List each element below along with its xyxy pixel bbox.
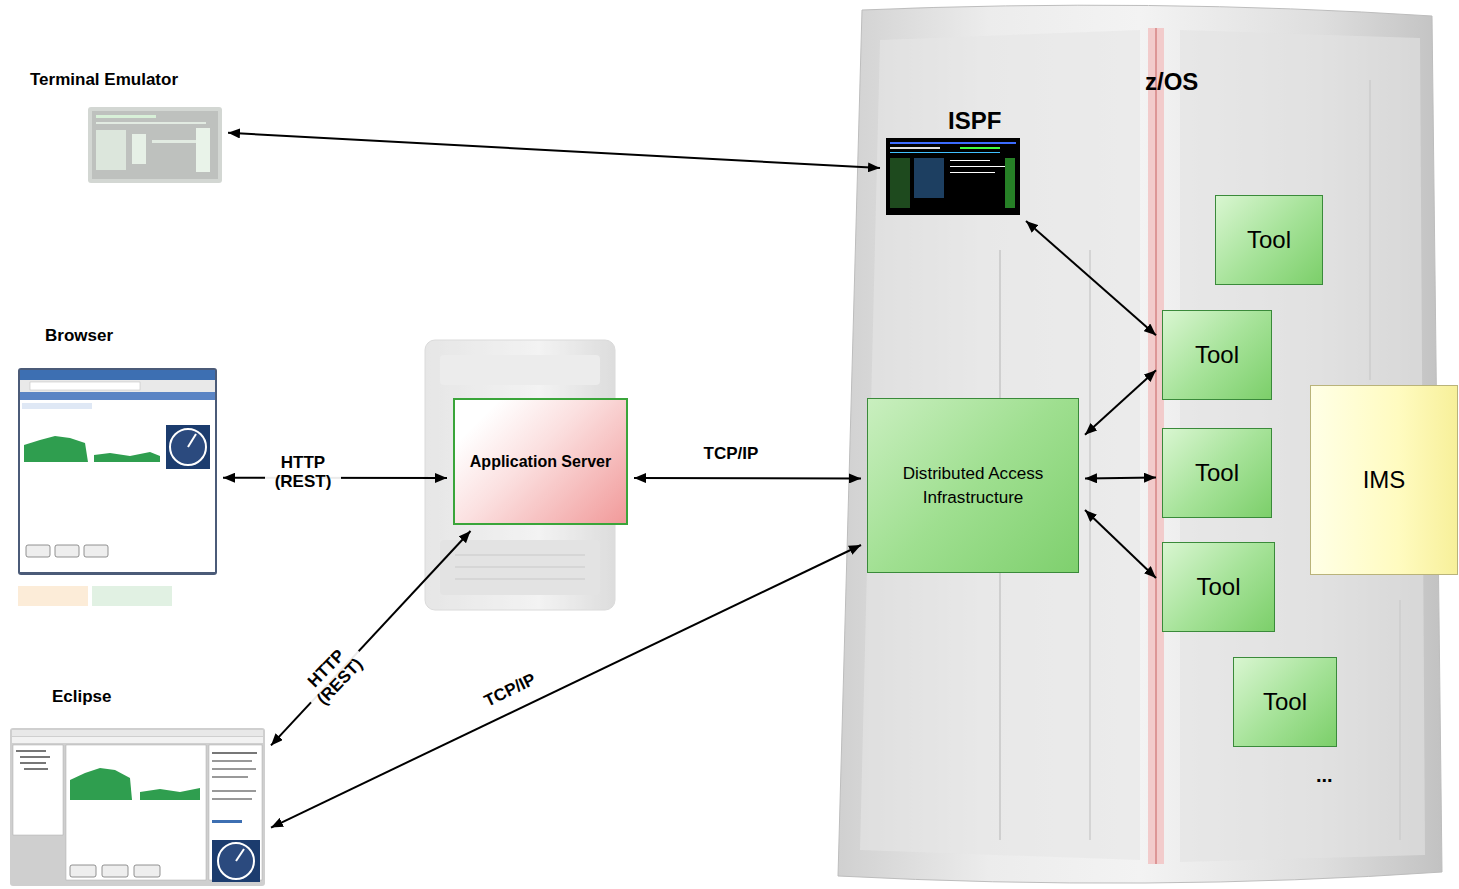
- connector-arrow: [1085, 478, 1156, 479]
- ims-box: IMS: [1310, 385, 1458, 575]
- node-label: IMS: [1363, 466, 1406, 494]
- protocol-label: TCP/IP: [478, 667, 542, 713]
- ispf-screenshot: [886, 138, 1020, 215]
- node-heading: Terminal Emulator: [30, 70, 178, 90]
- connector-arrow: [271, 545, 861, 828]
- node-label: Tool: [1263, 688, 1307, 716]
- tool-box: Tool: [1162, 428, 1272, 518]
- browser-client: Browser: [18, 368, 217, 575]
- protocol-label: HTTP (REST): [265, 452, 341, 492]
- tool-box: Tool: [1162, 542, 1275, 632]
- terminal-emulator: Terminal Emulator: [88, 107, 222, 183]
- node-heading: Browser: [45, 326, 113, 346]
- node-label: Tool: [1195, 341, 1239, 369]
- connector-arrow: [634, 477, 861, 479]
- tool-box: Tool: [1162, 310, 1272, 400]
- application-server-box: Application Server: [453, 398, 628, 525]
- ellipsis-label: ...: [1316, 764, 1333, 787]
- node-heading: z/OS: [1145, 68, 1198, 96]
- connector-arrow: [1085, 370, 1156, 434]
- eclipse-client: Eclipse: [10, 728, 265, 886]
- connector-arrow: [1026, 221, 1156, 335]
- terminal-screenshot: [88, 107, 222, 183]
- mainframe: z/OSISPFToolToolDistributed Access Infra…: [840, 0, 1440, 889]
- node-heading: Eclipse: [52, 687, 112, 707]
- ispf-screen: ISPF: [886, 138, 1020, 215]
- tool-box: Tool: [1215, 195, 1323, 285]
- node-heading: ISPF: [948, 107, 1001, 135]
- browser-screenshot: [18, 368, 217, 606]
- protocol-label: HTTP (REST): [294, 636, 371, 714]
- node-label: Tool: [1196, 573, 1240, 601]
- access-infrastructure-box: Distributed Access Infrastructure: [867, 398, 1079, 573]
- connector-arrow: [1085, 510, 1156, 578]
- tool-box: Tool: [1233, 657, 1337, 747]
- protocol-label: TCP/IP: [701, 443, 762, 464]
- eclipse-screenshot: [10, 728, 265, 886]
- node-label: Distributed Access Infrastructure: [874, 462, 1072, 510]
- node-label: Application Server: [470, 451, 611, 472]
- node-label: Tool: [1247, 226, 1291, 254]
- node-label: Tool: [1195, 459, 1239, 487]
- connector-arrow: [228, 133, 880, 168]
- connector-arrow: [271, 531, 471, 745]
